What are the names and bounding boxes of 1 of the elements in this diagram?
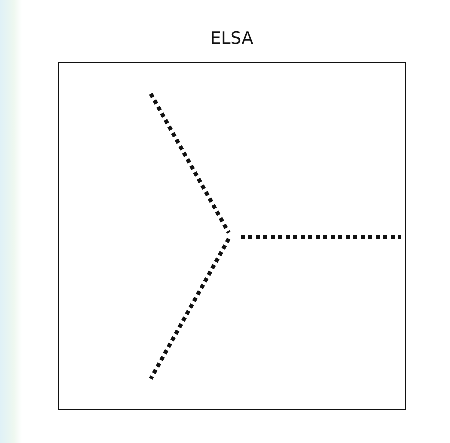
frame-title: ELSA	[210, 28, 254, 50]
